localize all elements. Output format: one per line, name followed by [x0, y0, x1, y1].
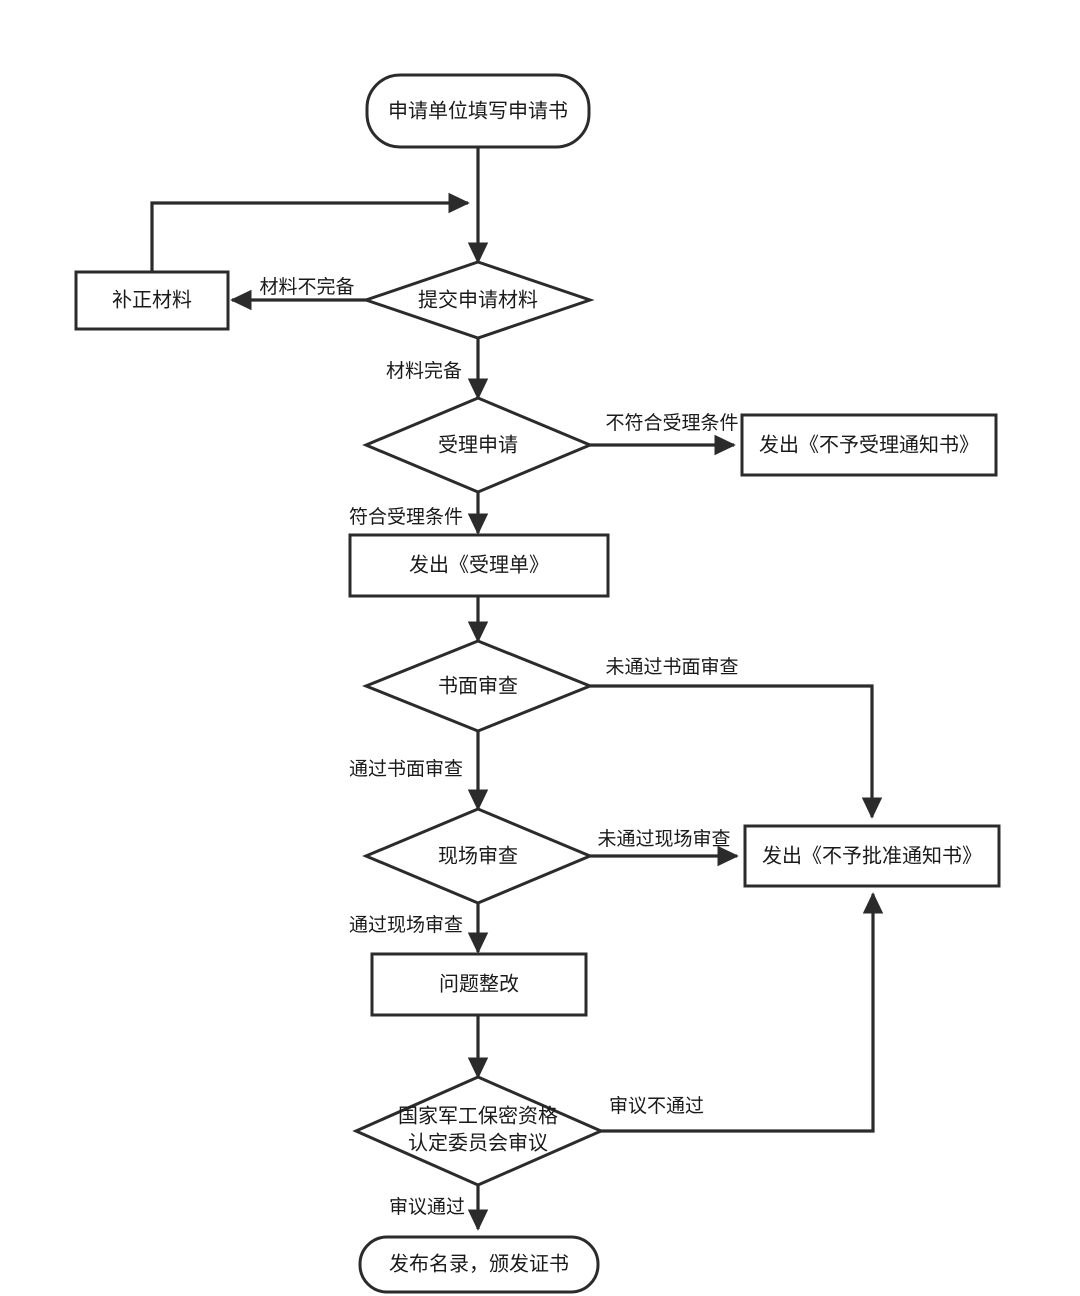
- edge-label-materials-incomplete: 材料不完备: [259, 276, 354, 298]
- node-publish-certificate[interactable]: 发布名录，颁发证书: [358, 1235, 600, 1294]
- node-submit-materials[interactable]: 提交申请材料: [361, 260, 595, 340]
- edge-label-pass-document-review: 通过书面审查: [349, 758, 463, 780]
- node-issue-accept-form[interactable]: 发出《受理单》: [348, 533, 610, 598]
- node-fix-materials[interactable]: 补正材料: [74, 270, 230, 331]
- node-start-label: 申请单位填写申请书: [388, 99, 568, 122]
- edge-label-meet-accept-conditions: 符合受理条件: [349, 506, 463, 528]
- node-problem-rectify[interactable]: 问题整改: [370, 952, 588, 1017]
- node-problem-rectify-label: 问题整改: [439, 972, 519, 995]
- node-accept-application[interactable]: 受理申请: [362, 396, 594, 494]
- node-issue-accept-form-label: 发出《受理单》: [409, 553, 549, 576]
- node-document-review-label: 书面审查: [438, 674, 518, 697]
- node-committee-review-label-line1: 国家军工保密资格: [398, 1104, 558, 1127]
- node-document-review[interactable]: 书面审查: [361, 639, 595, 733]
- node-reject-accept-notice[interactable]: 发出《不予受理通知书》: [740, 413, 998, 477]
- node-fix-materials-label: 补正材料: [112, 288, 192, 311]
- node-onsite-review-label: 现场审查: [438, 844, 518, 867]
- node-start[interactable]: 申请单位填写申请书: [365, 73, 591, 149]
- node-reject-accept-notice-label: 发出《不予受理通知书》: [759, 433, 979, 456]
- node-publish-certificate-label: 发布名录，颁发证书: [389, 1252, 569, 1275]
- node-reject-approve-notice-label: 发出《不予批准通知书》: [762, 844, 982, 867]
- node-committee-review-label-line2: 认定委员会审议: [408, 1131, 548, 1154]
- edge-label-materials-complete: 材料完备: [386, 360, 462, 382]
- node-accept-application-label: 受理申请: [438, 433, 518, 456]
- node-committee-review[interactable]: 国家军工保密资格 认定委员会审议: [352, 1075, 605, 1187]
- edge-committee-not-passed: [600, 892, 884, 1133]
- edge-fix-to-trunk: [150, 192, 470, 273]
- node-onsite-review[interactable]: 现场审查: [362, 807, 594, 905]
- edge-label-fail-onsite-review: 未通过现场审查: [597, 828, 730, 850]
- node-submit-materials-label: 提交申请材料: [418, 288, 538, 311]
- edge-doc-review-fail: [590, 684, 883, 819]
- edge-label-review-not-passed: 审议不通过: [609, 1095, 704, 1117]
- edge-label-review-passed: 审议通过: [389, 1196, 465, 1218]
- node-reject-approve-notice[interactable]: 发出《不予批准通知书》: [743, 824, 1001, 888]
- edge-label-pass-onsite-review: 通过现场审查: [349, 914, 463, 936]
- edge-label-fail-document-review: 未通过书面审查: [605, 656, 738, 678]
- edge-label-not-meet-accept-conditions: 不符合受理条件: [605, 412, 738, 434]
